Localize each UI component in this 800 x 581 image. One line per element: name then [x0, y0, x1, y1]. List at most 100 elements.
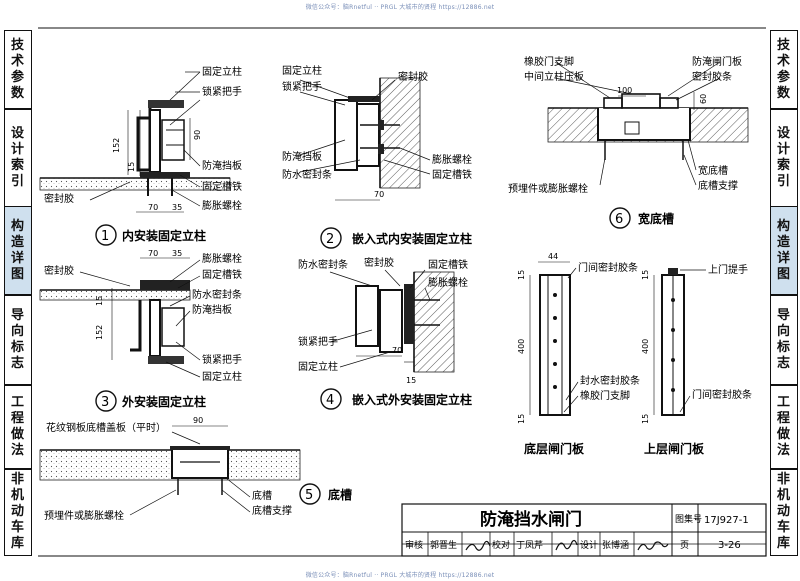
detail-5-number: 5	[305, 488, 313, 503]
detail-1-group: 固定立柱 锁紧把手 防淹挡板 固定槽铁 膨胀螺栓 密封胶 152 15 90 7…	[39, 65, 242, 246]
detail-6-dim-100: 100	[617, 86, 632, 95]
detail-6-group: 橡胶门支脚 中间立柱压板 防淹闸门板 密封胶条 预埋件或膨胀螺栓 宽底槽 底槽支…	[508, 55, 749, 229]
lower-panel-dim-top-15: 15	[517, 270, 526, 280]
detail-1-label-post: 固定立柱	[202, 65, 242, 78]
detail-3-number: 3	[101, 395, 109, 410]
detail-3-post	[149, 299, 161, 357]
title-block-page-label: 页	[680, 540, 689, 551]
detail-4-dim-70: 70	[392, 346, 402, 355]
left-tab-tech-params[interactable]: 技术参数	[4, 30, 32, 110]
detail-5-trough	[171, 450, 229, 479]
detail-1-top-cap	[148, 100, 184, 108]
detail-5-dim-90: 90	[193, 416, 203, 425]
detail-1-dim-152: 152	[112, 138, 121, 153]
left-tab-bike-garage[interactable]: 非机动车库	[4, 468, 32, 556]
detail-5-cover	[170, 446, 230, 450]
detail-4-group: 防水密封条 密封胶 固定槽铁 膨胀螺栓 锁紧把手 固定立柱 70 15 4 嵌入…	[298, 256, 472, 410]
reviewer-signature	[465, 540, 491, 551]
detail-6-number: 6	[615, 212, 623, 227]
lower-panel-group: 44 15 400 15 门间密封胶条 封水密封胶条 橡胶门支脚 底层闸门板	[517, 252, 640, 456]
title-block-designer: 张博涵	[602, 539, 629, 551]
detail-1-label-sealant: 密封胶	[44, 192, 74, 205]
detail-6-label-wide-trough: 宽底槽	[698, 164, 728, 177]
left-tab-engineering-method[interactable]: 工程做法	[4, 384, 32, 470]
detail-2-post	[334, 99, 358, 171]
detail-4-number: 4	[326, 393, 334, 408]
detail-6-trough	[597, 108, 691, 141]
detail-6-dim-60: 60	[699, 94, 708, 104]
detail-6-title: 宽底槽	[637, 211, 674, 226]
detail-4-label-seal-strip: 防水密封条	[298, 258, 348, 271]
lower-panel-label-gap-seal: 门间密封胶条	[578, 261, 638, 274]
left-tab-design-index[interactable]: 设计索引	[4, 108, 32, 208]
detail-6-label-press-plate: 中间立柱压板	[524, 70, 584, 83]
detail-3-label-handle: 锁紧把手	[202, 353, 242, 366]
detail-2-label-bolt: 膨胀螺栓	[432, 153, 472, 166]
detail-1-post	[149, 109, 161, 173]
designer-signature	[637, 541, 669, 551]
detail-1-label-handle: 锁紧把手	[202, 85, 242, 98]
title-block-title: 防淹挡水闸门	[480, 509, 582, 530]
detail-4-label-bolt: 膨胀螺栓	[428, 276, 468, 289]
detail-2-label-sealant: 密封胶	[398, 70, 428, 83]
title-block-review-label: 审核	[405, 539, 423, 551]
title-block-atlas-no: 17J927-1	[704, 515, 749, 526]
detail-1-dim-35: 35	[172, 203, 182, 212]
detail-3-group: 密封胶 膨胀螺栓 固定槽铁 防水密封条 防淹挡板 锁紧把手 固定立柱 70 35…	[39, 249, 242, 412]
detail-5-group: 花纹钢板底槽盖板（平时） 预埋件或膨胀螺栓 底槽 底槽支撑 90 5 底槽	[39, 416, 352, 522]
detail-3-label-channel: 固定槽铁	[202, 268, 242, 281]
checker-signature	[555, 539, 578, 551]
detail-2-group: 固定立柱 锁紧把手 密封胶 防淹挡板 防水密封条 膨胀螺栓 固定槽铁 70 2 …	[282, 64, 472, 249]
detail-2-wall	[379, 77, 421, 189]
detail-4-label-channel: 固定槽铁	[428, 258, 468, 271]
detail-2-dim-70: 70	[374, 190, 384, 199]
detail-3-label-sealant: 密封胶	[44, 264, 74, 277]
detail-6-label-gate-board: 防淹闸门板	[692, 55, 742, 68]
upper-panel-label-gap-seal: 门间密封胶条	[692, 388, 752, 401]
detail-4-label-sealant: 密封胶	[364, 256, 394, 269]
lower-panel-body	[539, 274, 571, 416]
detail-6-label-embed: 预埋件或膨胀螺栓	[508, 182, 588, 195]
title-block-page-no: 3-26	[718, 540, 741, 551]
detail-6-label-seal-strip: 密封胶条	[692, 70, 732, 83]
detail-2-label-board: 防淹挡板	[282, 150, 322, 163]
detail-5-label-trough: 底槽	[252, 489, 272, 502]
detail-3-label-bolt: 膨胀螺栓	[202, 252, 242, 265]
lower-panel-label-water-seal: 封水密封胶条	[580, 374, 640, 387]
detail-1-number: 1	[101, 229, 109, 244]
detail-4-wall	[413, 271, 455, 373]
left-tab-construction-detail[interactable]: 构造详图	[4, 206, 32, 296]
title-block: 防淹挡水闸门 图集号 17J927-1 页 3-26 审核 郭晋生 校对 丁凤芹…	[401, 503, 767, 557]
lower-panel-label-foot: 橡胶门支脚	[580, 389, 630, 402]
right-tab-guide-signs[interactable]: 导向标志	[770, 294, 798, 386]
detail-2-label-handle: 锁紧把手	[282, 80, 322, 93]
detail-4-label-handle: 锁紧把手	[298, 335, 338, 348]
right-tab-construction-detail[interactable]: 构造详图	[770, 206, 798, 296]
detail-1-title: 内安装固定立柱	[122, 228, 206, 243]
detail-5-label-cover: 花纹钢板底槽盖板（平时）	[46, 421, 166, 434]
detail-3-title: 外安装固定立柱	[122, 394, 206, 409]
detail-3-label-board: 防淹挡板	[192, 303, 232, 316]
right-tab-tech-params[interactable]: 技术参数	[770, 30, 798, 110]
upper-panel-dim-top-15: 15	[641, 270, 650, 280]
detail-4-label-post: 固定立柱	[298, 360, 338, 373]
detail-1-channel	[140, 172, 190, 178]
detail-2-label-channel: 固定槽铁	[432, 168, 472, 181]
right-tab-bike-garage[interactable]: 非机动车库	[770, 468, 798, 556]
detail-1-dim-90: 90	[193, 130, 202, 140]
detail-5-title: 底槽	[328, 487, 352, 502]
lower-panel-dim-bottom-15: 15	[517, 414, 526, 424]
detail-3-dim-152: 152	[95, 325, 104, 340]
detail-2-label-post: 固定立柱	[282, 64, 322, 77]
left-tab-guide-signs[interactable]: 导向标志	[4, 294, 32, 386]
title-block-check-label: 校对	[492, 539, 510, 551]
right-tab-design-index[interactable]: 设计索引	[770, 108, 798, 208]
detail-2-title: 嵌入式内安装固定立柱	[352, 231, 472, 246]
lower-panel-dim-400: 400	[517, 339, 526, 354]
right-tab-engineering-method[interactable]: 工程做法	[770, 384, 798, 470]
detail-3-label-post: 固定立柱	[202, 370, 242, 383]
upper-panel-title: 上层闸门板	[644, 441, 705, 456]
detail-3-label-seal-strip: 防水密封条	[192, 288, 242, 301]
watermark-top: 微信公众号：脑Rnetful ·· PRGL 大城市的贤程 https://12…	[305, 4, 495, 11]
